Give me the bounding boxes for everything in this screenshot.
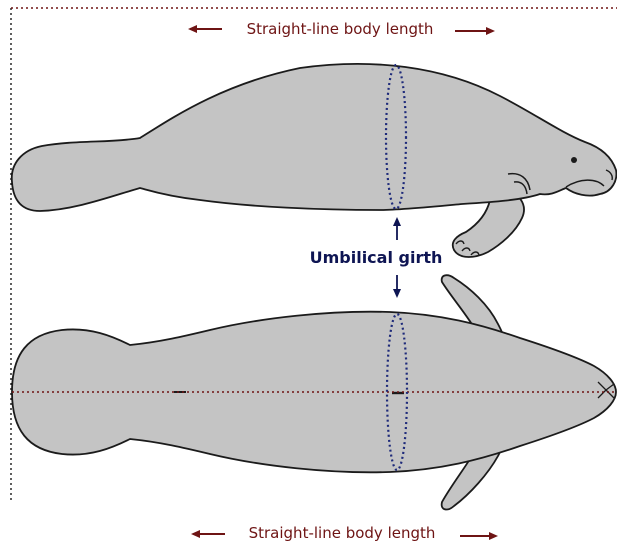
top-left-arrowhead — [188, 25, 197, 33]
manatee-top-view — [12, 275, 616, 509]
top-right-arrowhead — [486, 27, 495, 35]
girth-down-arrowhead — [393, 289, 401, 298]
manatee-side-view — [12, 64, 617, 257]
girth-up-arrowhead — [393, 217, 401, 226]
top-length-annotation: Straight-line body length — [188, 20, 495, 38]
top-length-label: Straight-line body length — [247, 20, 434, 38]
bottom-length-annotation: Straight-line body length — [191, 524, 498, 542]
bottom-right-arrowhead — [489, 532, 498, 540]
side-eye — [571, 157, 577, 163]
bottom-length-label: Straight-line body length — [249, 524, 436, 542]
bottom-left-arrowhead — [191, 530, 200, 538]
girth-annotation: Umbilical girth — [310, 217, 443, 298]
girth-label: Umbilical girth — [310, 248, 443, 267]
